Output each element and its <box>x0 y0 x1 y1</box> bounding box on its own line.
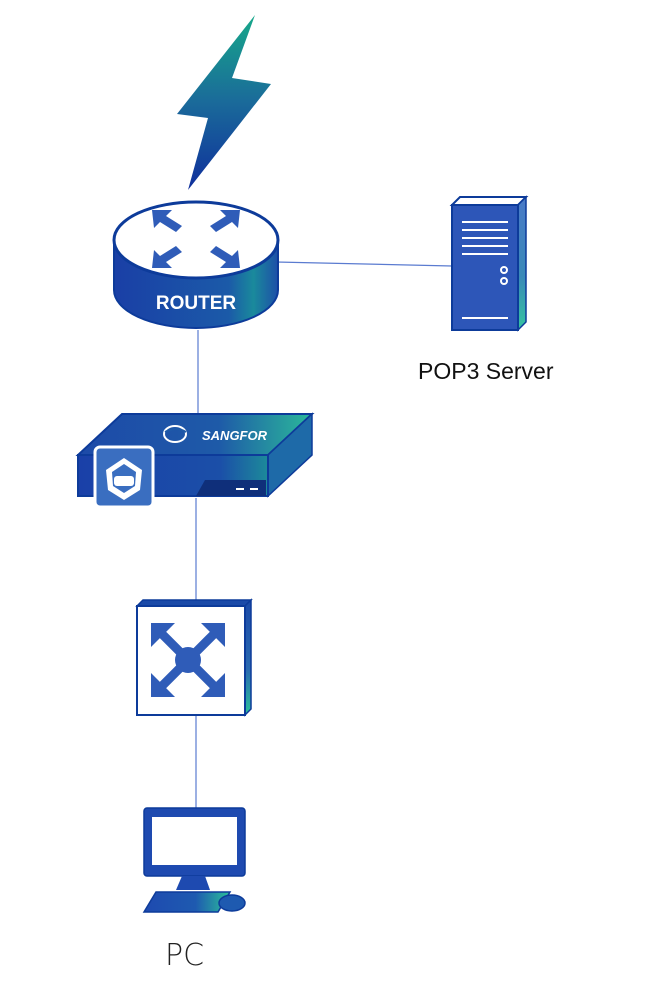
firewall-appliance-icon[interactable]: SANGFOR <box>75 412 315 509</box>
router-icon[interactable]: ROUTER <box>112 200 280 329</box>
sangfor-logo-icon: SANGFOR <box>163 425 268 443</box>
router-label: ROUTER <box>156 293 237 314</box>
security-shield-icon <box>93 445 155 509</box>
pc-label: PC <box>165 938 205 973</box>
pc-icon[interactable] <box>142 807 246 913</box>
pop3-server-icon[interactable] <box>449 195 529 332</box>
pop3-server-label: POP3 Server <box>418 358 554 384</box>
internet-lightning-icon <box>177 15 271 190</box>
links <box>195 261 453 808</box>
firewall-brand-label: SANGFOR <box>202 428 268 443</box>
link-router-server <box>275 261 453 267</box>
switch-icon[interactable] <box>135 598 253 717</box>
